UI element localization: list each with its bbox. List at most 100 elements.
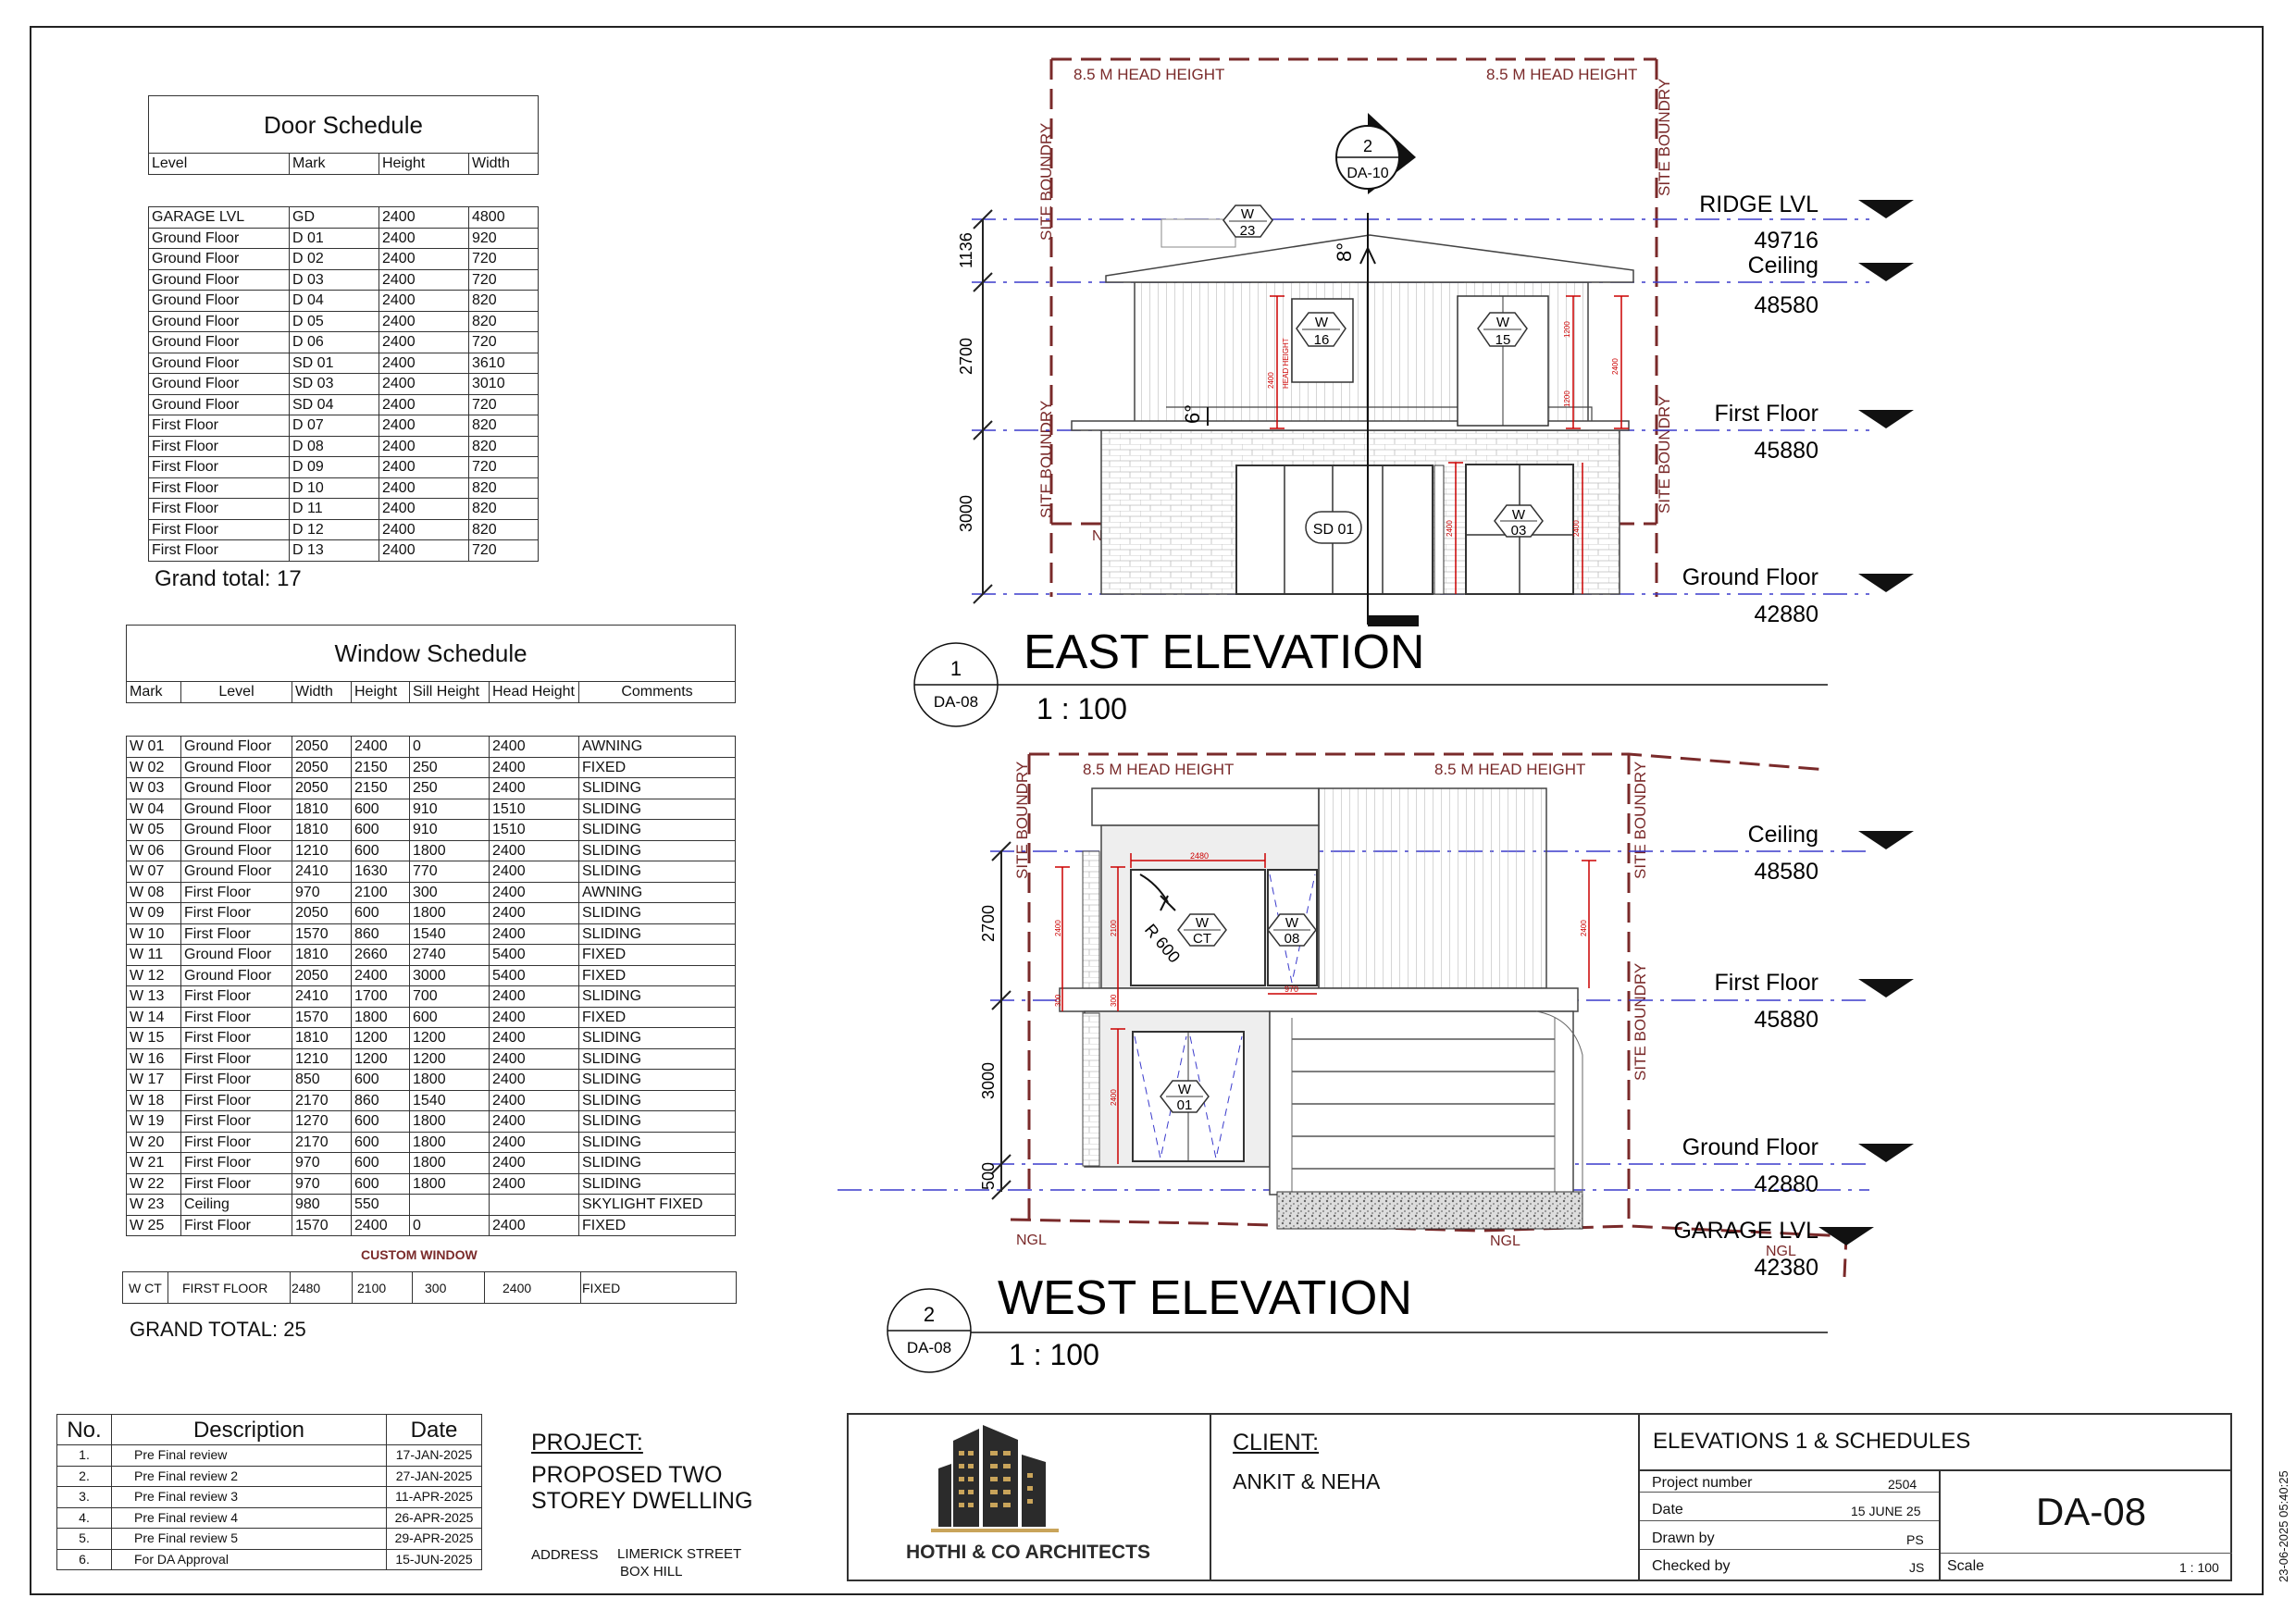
- door-schedule-cell: 2400: [379, 539, 469, 562]
- east-roof-pitch: 8°: [1333, 242, 1356, 262]
- window-schedule-cell: SLIDING: [578, 1172, 736, 1195]
- west-win-dim-5: 2400: [1580, 920, 1588, 936]
- door-schedule-cell: D 12: [289, 518, 379, 540]
- west-tag-w08-top: W: [1285, 915, 1299, 931]
- window-schedule-cell: Ceiling: [180, 1194, 292, 1216]
- win-col-sill: Sill Height: [409, 681, 490, 703]
- client-name: ANKIT & NEHA: [1233, 1469, 1381, 1493]
- east-level-ceiling-name: Ceiling: [1748, 253, 1818, 279]
- window-schedule-cell: AWNING: [578, 881, 736, 903]
- win-col-head: Head Height: [489, 681, 579, 703]
- door-col-width: Width: [468, 153, 539, 175]
- door-schedule-cell: 2400: [379, 227, 469, 249]
- door-schedule-cell: First Floor: [148, 539, 290, 562]
- custom-cell-comment: FIXED: [582, 1281, 621, 1295]
- rev-col-desc: Description: [111, 1414, 387, 1445]
- title-block: [847, 1413, 2232, 1581]
- window-schedule-cell: W 15: [126, 1027, 181, 1049]
- west-site-boundary-3: SITE BOUNDRY: [1632, 963, 1649, 1081]
- door-schedule-cell: Ground Floor: [148, 393, 290, 415]
- door-schedule-cell: D 08: [289, 435, 379, 457]
- door-schedule-cell: 820: [468, 415, 539, 437]
- west-dim-upper: 2700: [979, 905, 998, 942]
- window-schedule-cell: First Floor: [180, 1089, 292, 1111]
- east-section-sheet: DA-10: [1347, 166, 1388, 181]
- revision-cell: 15-JUN-2025: [386, 1548, 482, 1570]
- east-tag-w03-top: W: [1512, 507, 1526, 523]
- door-schedule-title: Door Schedule: [148, 95, 539, 154]
- door-schedule-cell: Ground Floor: [148, 248, 290, 270]
- window-schedule-cell: First Floor: [180, 902, 292, 924]
- east-tag-w16-bottom: 16: [1314, 332, 1330, 348]
- window-schedule-cell: 2400: [489, 1110, 579, 1133]
- door-schedule-cell: SD 03: [289, 373, 379, 395]
- win-col-height: Height: [351, 681, 410, 703]
- east-tag-w03-bottom: 03: [1511, 523, 1527, 539]
- window-schedule-cell: 2170: [292, 1131, 352, 1153]
- window-schedule-cell: SLIDING: [578, 923, 736, 945]
- window-schedule-cell: FIXED: [578, 1214, 736, 1236]
- win-col-mark: Mark: [126, 681, 181, 703]
- east-win-dim-4: 2400: [1611, 358, 1620, 375]
- door-schedule-cell: First Floor: [148, 435, 290, 457]
- window-schedule-cell: 2400: [489, 1214, 579, 1236]
- door-schedule-cell: D 13: [289, 539, 379, 562]
- west-ngl-left: NGL: [1016, 1233, 1047, 1248]
- window-schedule-cell: Ground Floor: [180, 819, 292, 841]
- door-schedule-cell: First Floor: [148, 498, 290, 520]
- east-tag-w16-top: W: [1315, 315, 1329, 330]
- east-site-boundary-2: SITE BOUNDRY: [1037, 401, 1055, 518]
- window-grand-total: GRAND TOTAL: 25: [130, 1318, 306, 1341]
- west-tag-w01-top: W: [1178, 1082, 1192, 1097]
- sheet-title: ELEVATIONS 1 & SCHEDULES: [1653, 1429, 1971, 1454]
- door-col-level: Level: [148, 153, 290, 175]
- west-site-boundary-2: SITE BOUNDRY: [1632, 762, 1649, 879]
- window-schedule-cell: 970: [292, 1152, 352, 1174]
- door-schedule-cell: 720: [468, 456, 539, 478]
- revision-cell: For DA Approval: [111, 1548, 387, 1570]
- window-schedule-cell: 1570: [292, 1006, 352, 1028]
- window-schedule-cell: FIXED: [578, 944, 736, 966]
- window-schedule-cell: 1800: [409, 1069, 490, 1091]
- door-schedule-cell: 720: [468, 331, 539, 353]
- east-site-boundary-1: SITE BOUNDRY: [1037, 123, 1055, 241]
- door-schedule-cell: D 03: [289, 268, 379, 291]
- east-level-ridge-value: 49716: [1754, 228, 1818, 254]
- door-schedule-header: Level Mark Height Width: [148, 153, 539, 175]
- window-schedule-cell: 1570: [292, 1214, 352, 1236]
- rev-col-date: Date: [386, 1414, 482, 1445]
- window-schedule-cell: 1210: [292, 1047, 352, 1070]
- west-head-height-left: 8.5 M HEAD HEIGHT: [1083, 761, 1234, 778]
- checked-by-value: JS: [1909, 1560, 1925, 1575]
- drawn-by-value: PS: [1906, 1532, 1924, 1547]
- east-elevation: 8.5 M HEAD HEIGHT 8.5 M HEAD HEIGHT SITE…: [913, 57, 1914, 727]
- window-schedule-cell: 3000: [409, 964, 490, 986]
- window-schedule-cell: 1800: [409, 839, 490, 861]
- window-schedule-cell: SKYLIGHT FIXED: [578, 1194, 736, 1216]
- scale-label: Scale: [1947, 1558, 1985, 1574]
- door-schedule-cell: 820: [468, 310, 539, 332]
- east-tag-w23-bottom: 23: [1240, 223, 1256, 239]
- window-schedule-cell: 2400: [489, 1069, 579, 1091]
- window-schedule-cell: First Floor: [180, 1172, 292, 1195]
- custom-cell-mark: W CT: [129, 1281, 162, 1295]
- east-tag-w15-top: W: [1496, 315, 1510, 330]
- window-schedule-cell: 2400: [351, 736, 410, 758]
- revision-cell: 6.: [56, 1548, 112, 1570]
